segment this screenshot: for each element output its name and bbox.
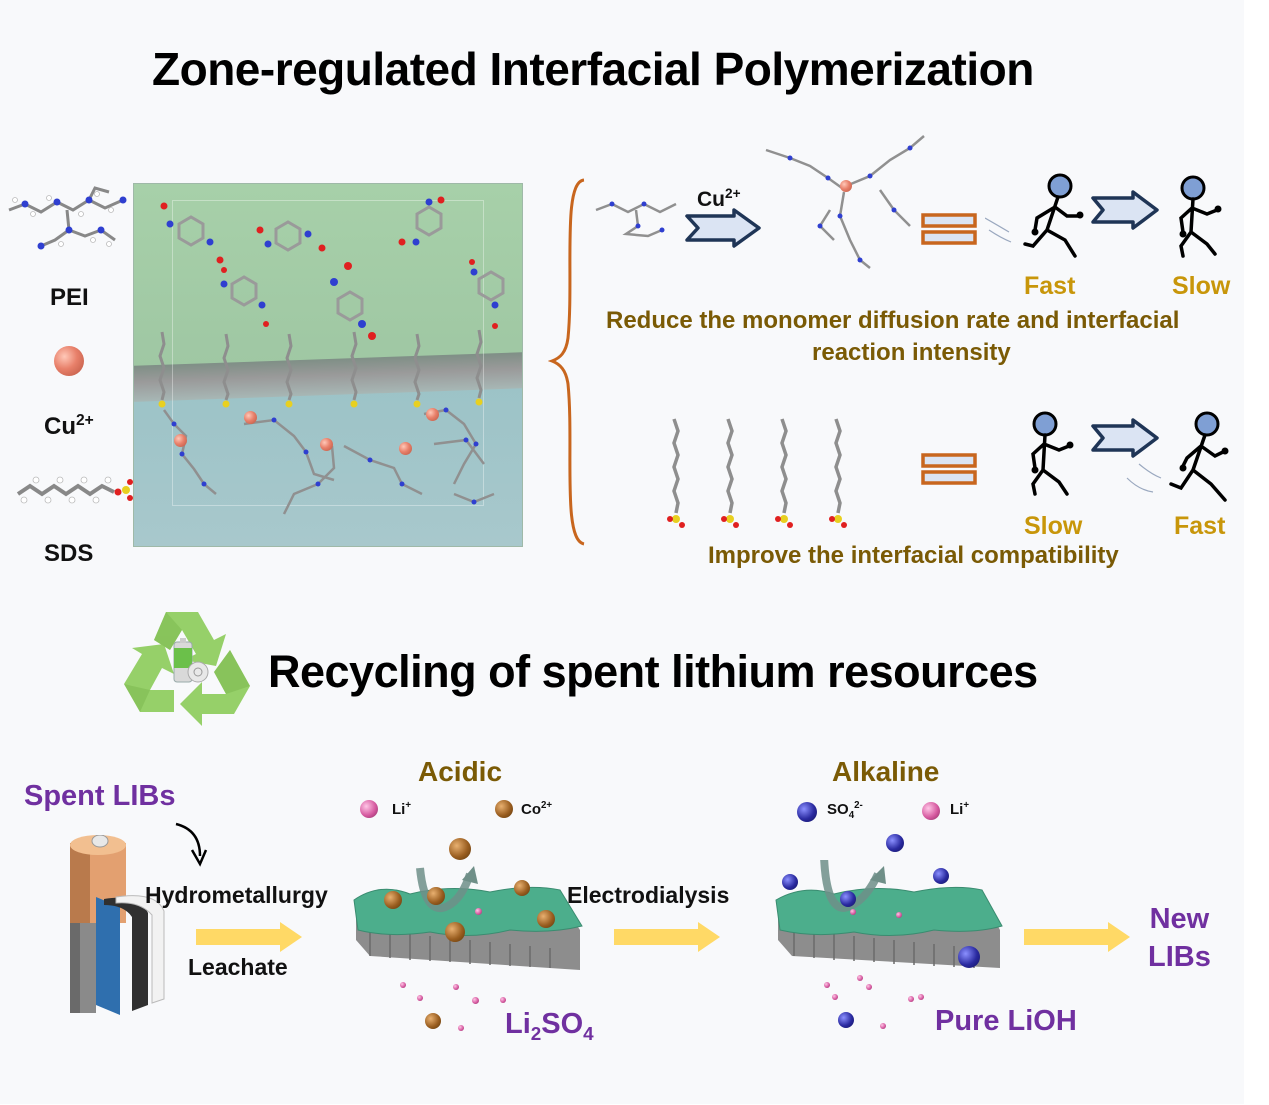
- row2-speed-from: Slow: [1024, 512, 1083, 540]
- battery-cell-icon: [70, 835, 165, 1015]
- sulfate-ion-legend-icon: [797, 802, 817, 822]
- li-ion-label-2: Li+: [950, 800, 970, 818]
- right-arrow-icon: [685, 208, 761, 248]
- running-person-icon: [985, 173, 1084, 258]
- co-ion-legend-icon: [495, 800, 513, 818]
- co-ion: [514, 880, 530, 896]
- right-arrow-icon: [1091, 418, 1159, 458]
- li-ion: [896, 912, 902, 918]
- li-ion-label: Li+: [392, 800, 412, 818]
- li-ion: [832, 994, 838, 1000]
- pei-molecule-small-icon: [595, 201, 677, 238]
- li-ion: [908, 996, 914, 1002]
- hydrometallurgy-label: Hydrometallurgy: [145, 882, 328, 908]
- walking-person-icon: [1179, 175, 1222, 258]
- co-ion: [537, 910, 555, 928]
- copper-ion: [399, 442, 412, 455]
- pei-molecule-icon: [8, 186, 127, 250]
- equals-icon: [921, 453, 977, 485]
- li-ion: [880, 1023, 886, 1029]
- copper-ion: [426, 408, 439, 421]
- yellow-arrow-icon: [196, 922, 302, 952]
- li2so4-label: Li2SO4: [505, 1008, 594, 1044]
- li-ion: [458, 1025, 464, 1031]
- li-ion: [453, 984, 459, 990]
- legend-cu-label: Cu2+: [44, 412, 94, 440]
- alkaline-label: Alkaline: [832, 756, 940, 787]
- yellow-arrow-icon: [1024, 922, 1130, 952]
- copper-ion: [320, 438, 333, 451]
- li-ion: [866, 984, 872, 990]
- sulfate-ion: [933, 868, 949, 884]
- slow-to-fast-figures: [1031, 411, 1229, 502]
- legend-sds-label: SDS: [44, 540, 94, 567]
- interfacial-reaction-box: [133, 183, 523, 547]
- co-ion: [425, 1013, 441, 1029]
- row1-speed-to: Slow: [1172, 272, 1231, 300]
- copper-ion: [244, 411, 257, 424]
- sulfate-ion: [782, 874, 798, 890]
- sds-array-icon: [667, 418, 847, 528]
- sulfate-ion-label: SO42-: [827, 800, 863, 821]
- pure-lioh-label: Pure LiOH: [935, 1005, 1077, 1037]
- li-ion-legend-icon: [360, 800, 378, 818]
- sulfate-ion: [958, 946, 980, 968]
- figure-panel: Zone-regulated Interfacial Polymerizatio…: [8, 43, 1231, 1044]
- sds-molecule-icon: [16, 476, 133, 504]
- copper-ion: [840, 180, 852, 192]
- li-ion: [475, 908, 482, 915]
- cu-crosslinked-pei-icon: [765, 135, 925, 269]
- co-ion-label: Co2+: [521, 800, 553, 818]
- organic-phase: [134, 184, 522, 369]
- co-ion: [384, 891, 402, 909]
- curved-down-arrow-icon: [175, 822, 208, 867]
- li-ion-legend-icon: [922, 802, 940, 820]
- acidic-membrane-icon: [353, 866, 583, 970]
- sulfate-ion: [886, 834, 904, 852]
- section2-title: Recycling of spent lithium resources: [268, 646, 1038, 697]
- li-ion: [857, 975, 863, 981]
- electrodialysis-label: Electrodialysis: [567, 882, 730, 908]
- right-arrow-icon: [1091, 190, 1159, 230]
- curly-brace: [548, 178, 585, 546]
- leachate-label: Leachate: [188, 954, 288, 980]
- yellow-arrow-icon: [614, 922, 720, 952]
- molecules-illustration: [158, 196, 505, 515]
- li-ion: [824, 982, 830, 988]
- walking-person-icon: [1031, 411, 1074, 496]
- row2-speed-to: Fast: [1174, 512, 1226, 540]
- running-person-icon: [1169, 411, 1229, 502]
- li-ion: [472, 997, 479, 1004]
- aqueous-phase: [134, 384, 522, 546]
- row1-speed-from: Fast: [1024, 272, 1076, 300]
- fast-to-slow-figures: [985, 173, 1222, 258]
- co-ion: [449, 838, 471, 860]
- copper-ion: [174, 434, 187, 447]
- copper-ion-sphere-icon: [54, 346, 84, 376]
- recycle-battery-icon: [124, 612, 250, 726]
- row1-caption-line1: Reduce the monomer diffusion rate and in…: [606, 307, 1180, 334]
- co-ion: [427, 887, 445, 905]
- equals-icon: [921, 213, 977, 245]
- li-ion: [500, 997, 506, 1003]
- co-ion: [445, 922, 465, 942]
- acidic-label: Acidic: [418, 756, 503, 787]
- row2-caption: Improve the interfacial compatibility: [708, 542, 1119, 569]
- cu-arrow-label: Cu2+: [697, 186, 741, 211]
- li-ion: [417, 995, 423, 1001]
- row1-caption-line2: reaction intensity: [812, 339, 1011, 366]
- alkaline-membrane-icon: [775, 860, 1003, 968]
- li-ion: [400, 982, 406, 988]
- section1-title: Zone-regulated Interfacial Polymerizatio…: [152, 43, 1034, 95]
- sulfate-ion: [838, 1012, 854, 1028]
- legend-pei-label: PEI: [50, 284, 89, 311]
- li-ion: [918, 994, 924, 1000]
- sulfate-ion: [840, 891, 856, 907]
- spent-libs-label: Spent LIBs: [24, 780, 176, 812]
- li-ion: [850, 909, 856, 915]
